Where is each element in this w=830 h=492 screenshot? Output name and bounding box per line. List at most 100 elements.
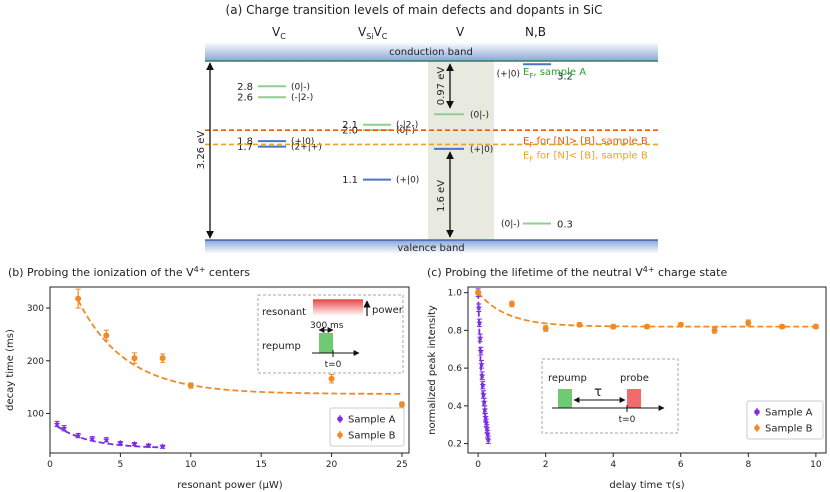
legend-label-0: Sample A — [348, 415, 396, 426]
y-tick-label-1: 200 — [27, 357, 44, 367]
data-point-s0-5 — [117, 439, 124, 446]
data-point-s1-10 — [812, 323, 819, 330]
defect-header-vsivc: VSiVC — [358, 25, 388, 41]
panel-c-data-marks — [474, 288, 819, 445]
panel-c-ylabel: normalized peak intensity — [427, 305, 438, 435]
data-point-s0-12 — [483, 419, 490, 426]
fit-line-0 — [56, 425, 163, 449]
data-point-s1-7 — [711, 327, 718, 334]
data-point-s0-8 — [480, 391, 487, 398]
inset-c-probe-label: probe — [620, 373, 649, 384]
data-point-s1-4 — [610, 323, 617, 330]
level-charge-label-10: (0|-) — [501, 220, 520, 230]
level-value-label-1: 2.6 — [237, 93, 253, 104]
data-point-s0-4 — [477, 347, 485, 354]
panel-b-decay-time-chart: (b) Probing the ionization of the V4+ ce… — [5, 265, 410, 491]
fermi-level-label-2: EF for [N]< [B], sample B — [523, 150, 648, 163]
y-tick-label-2: 0.6 — [448, 364, 463, 374]
level-charge-label-8: (+|0) — [470, 145, 493, 155]
panel-a-energy-diagram: (a) Charge transition levels of main def… — [196, 3, 658, 254]
fermi-level-label-0: EF, sample A — [523, 67, 586, 80]
data-point-s0-1 — [60, 424, 68, 431]
data-point-s0-2 — [74, 432, 82, 439]
level-value-label-9: 3.2 — [557, 71, 573, 82]
data-point-s0-15 — [485, 436, 492, 443]
band-gap-label: 3.26 eV — [196, 131, 207, 170]
data-point-s0-3 — [476, 334, 484, 341]
data-point-s1-0 — [475, 289, 482, 296]
legend-marker-1 — [754, 425, 760, 431]
x-tick-label-5: 10 — [810, 460, 822, 470]
legend-marker-1 — [337, 432, 343, 438]
panel-c-legend-frame — [746, 400, 824, 440]
data-point-s1-2 — [542, 325, 549, 332]
x-tick-label-4: 20 — [326, 460, 338, 470]
panel-b-axes-frame — [49, 286, 410, 454]
data-point-s0-2 — [476, 319, 483, 326]
defect-header-v: V — [456, 25, 465, 39]
y-tick-label-0: 100 — [27, 409, 44, 419]
v-defect-shading — [428, 42, 494, 240]
y-tick-label-0: 0.2 — [448, 440, 462, 450]
legend-label-1: Sample B — [348, 431, 396, 442]
level-value-label-10: 0.3 — [557, 220, 573, 231]
data-point-s0-8 — [159, 443, 166, 450]
panel-b-xlabel: resonant power (µW) — [177, 480, 283, 491]
x-tick-label-1: 5 — [118, 460, 124, 470]
panel-b-inset: resonant power 300 ms repump t=0 — [257, 294, 404, 374]
data-point-s1-5 — [328, 375, 335, 382]
data-point-s0-6 — [479, 372, 486, 379]
level-value-label-4: 2.1 — [342, 120, 358, 131]
data-point-s1-3 — [576, 321, 583, 328]
inset-c-tau-label: τ — [594, 385, 602, 400]
data-point-s1-4 — [187, 382, 194, 389]
panel-b-ylabel: decay time (ms) — [5, 329, 16, 411]
x-tick-label-3: 6 — [678, 460, 684, 470]
x-tick-label-4: 8 — [745, 460, 751, 470]
data-point-s0-10 — [481, 406, 489, 413]
panel-c-inset: repump probe τ t=0 — [541, 358, 679, 434]
repump-pulse-c — [558, 389, 572, 408]
inset-b-resonant-label: resonant — [262, 307, 306, 318]
data-point-s1-3 — [159, 355, 166, 362]
panel-c-xlabel: delay time τ(s) — [609, 480, 684, 491]
panel-a-title: (a) Charge transition levels of main def… — [226, 3, 603, 17]
x-tick-label-0: 0 — [475, 460, 481, 470]
data-point-s0-7 — [479, 381, 487, 388]
data-point-s1-6 — [677, 321, 684, 328]
x-tick-label-5: 25 — [396, 460, 407, 470]
conduction-band-label: conduction band — [389, 47, 473, 58]
level-charge-label-0: (0|-) — [291, 82, 310, 92]
data-point-s0-11 — [482, 413, 489, 420]
legend-label-1: Sample B — [765, 424, 813, 435]
conduction-band — [205, 42, 658, 61]
panel-c-axes-frame — [467, 286, 827, 454]
data-point-s0-5 — [478, 360, 485, 368]
level-charge-label-3: (2+|+) — [291, 143, 322, 153]
level-charge-label-4: (-|2-) — [396, 121, 418, 131]
gap-to-vb-label: 1.6 eV — [436, 180, 447, 212]
inset-c-repump-label: repump — [548, 373, 587, 384]
data-point-s0-7 — [145, 442, 152, 449]
data-point-s1-6 — [398, 401, 405, 408]
valence-band — [205, 240, 658, 254]
data-point-s1-9 — [779, 323, 786, 330]
probe-pulse-c — [627, 389, 641, 408]
repump-pulse-b — [319, 333, 333, 353]
resonant-power-bar — [313, 300, 363, 316]
data-point-s0-1 — [475, 304, 482, 311]
inset-b-duration-label: 300 ms — [310, 321, 344, 331]
data-point-s0-14 — [484, 430, 491, 437]
x-tick-label-0: 0 — [47, 460, 53, 470]
level-charge-label-9: (+|0) — [497, 69, 520, 79]
level-charge-label-1: (-|2-) — [291, 93, 313, 103]
level-value-label-2: 1.8 — [237, 137, 253, 148]
panel-b-title: (b) Probing the ionization of the V4+ ce… — [8, 265, 250, 279]
data-point-s0-0 — [53, 420, 61, 427]
x-tick-label-3: 15 — [255, 460, 266, 470]
data-point-s0-3 — [89, 435, 96, 442]
panel-b-legend: Sample A Sample B — [329, 407, 405, 447]
